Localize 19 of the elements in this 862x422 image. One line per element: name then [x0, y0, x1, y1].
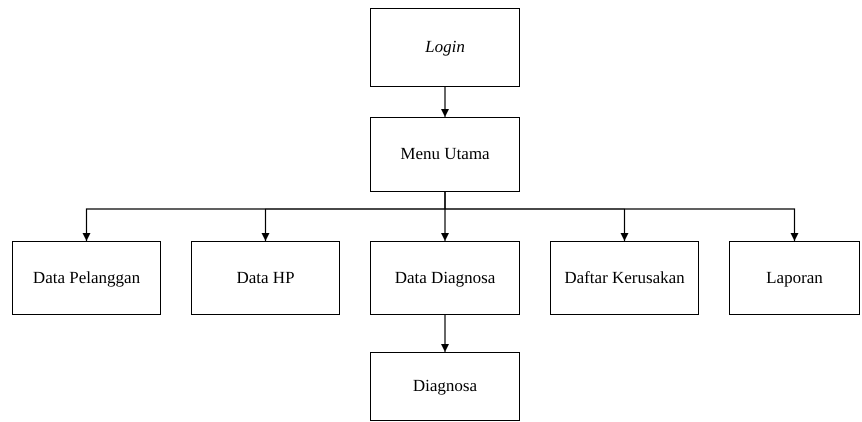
menu-label: Login	[425, 36, 465, 58]
menu-box	[12, 241, 161, 315]
menu-box	[370, 241, 520, 315]
menu-box	[550, 241, 699, 315]
menu-box	[191, 241, 340, 315]
arrow	[444, 192, 798, 241]
menu-label: Daftar Kerusakan	[564, 266, 685, 289]
menu-box	[729, 241, 860, 315]
menu-label: Menu Utama	[400, 143, 490, 166]
menu-label: Laporan	[766, 266, 823, 289]
menu-label: Data Pelanggan	[32, 266, 140, 289]
menu-label: Data HP	[236, 266, 295, 289]
menu-box	[370, 352, 520, 421]
menu-box	[370, 117, 520, 192]
menu-label: Diagnosa	[412, 375, 478, 398]
menu-label: Data Diagnosa	[394, 266, 496, 289]
arrow	[441, 87, 449, 117]
menu-box	[370, 8, 520, 87]
arrow	[441, 315, 449, 352]
